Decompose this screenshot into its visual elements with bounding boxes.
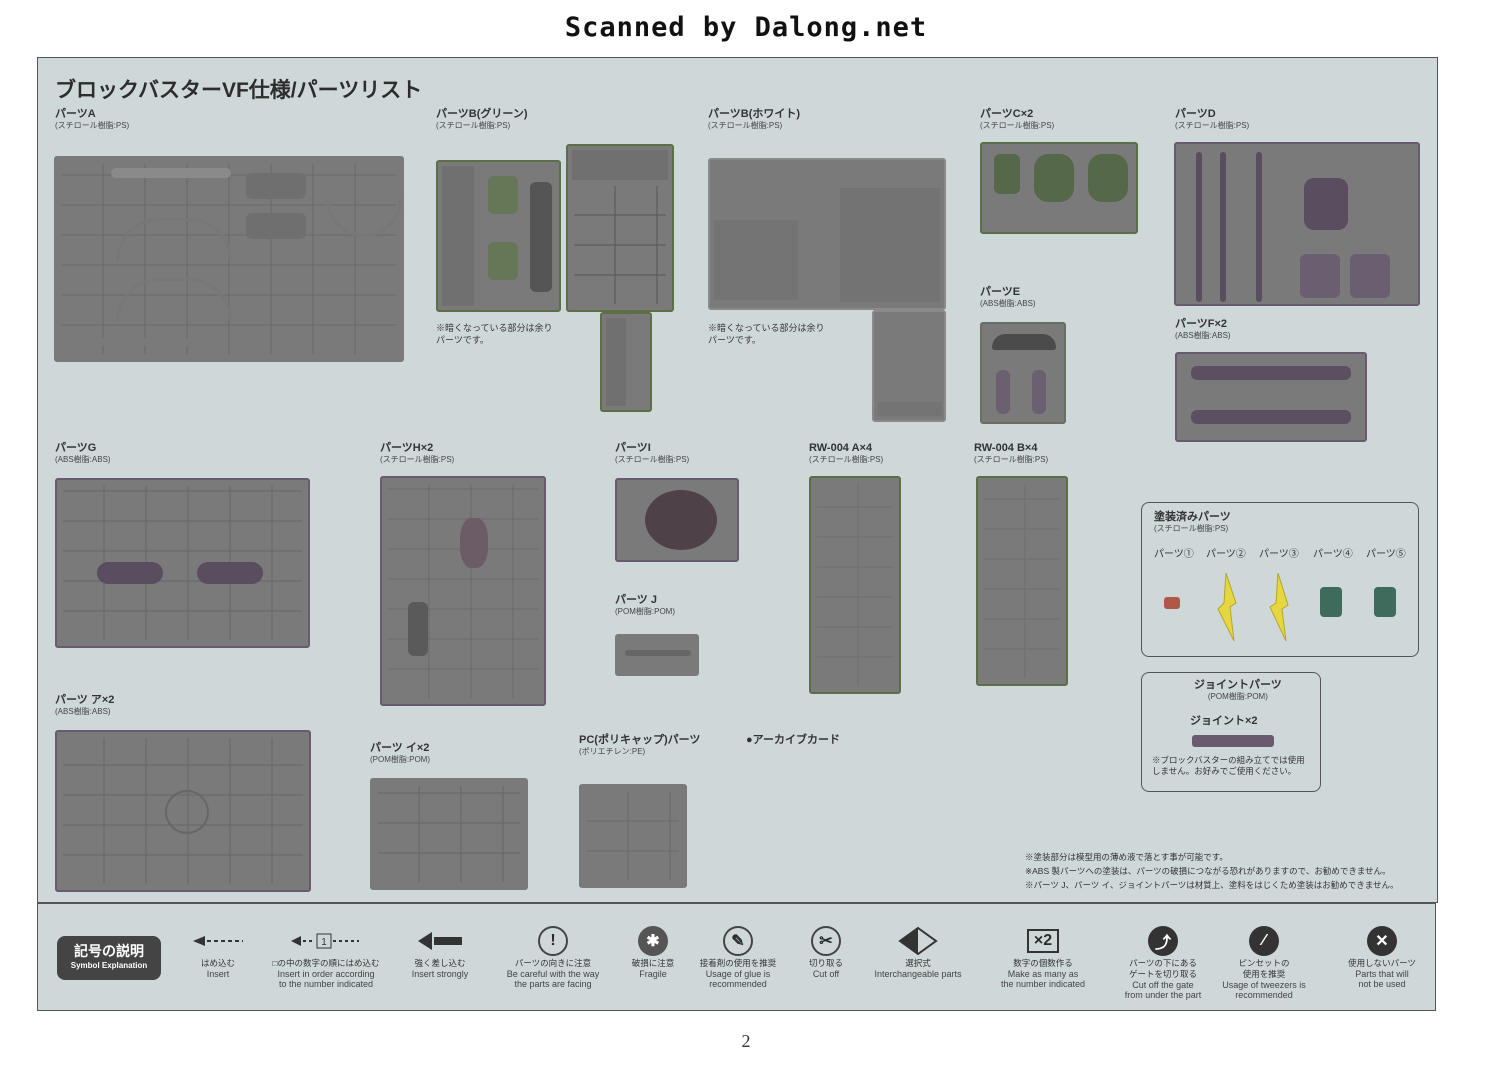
svg-text:1: 1 — [321, 937, 327, 948]
painted-part-4-shape — [1320, 587, 1342, 617]
label-parts-b-white: パーツB(ホワイト)(スチロール樹脂:PS) — [708, 108, 801, 130]
label-parts-ki: パーツ イ×2(POM樹脂:POM) — [370, 742, 430, 764]
glue-icon: ✎ — [723, 926, 753, 956]
page-number: 2 — [741, 1031, 751, 1051]
footnote-2: ※ABS 製パーツへの塗装は、パーツの破損につながる恐れがありますので、お勧めで… — [1025, 866, 1391, 876]
dashed-arrow-icon — [193, 936, 243, 946]
label-parts-d: パーツD(スチロール樹脂:PS) — [1175, 108, 1250, 130]
joint-part-shape — [1192, 735, 1274, 747]
footnotes: ※塗装部分は模型用の薄め液で落とす事が可能です。 ※ABS 製パーツへの塗装は、… — [1025, 850, 1399, 892]
runner-h — [380, 476, 546, 706]
painted-part-3-shape — [1269, 573, 1289, 642]
runner-b-green-bottom — [600, 312, 652, 412]
gate-cut-icon: ⤴ — [1148, 926, 1178, 956]
runner-a — [54, 156, 404, 362]
runner-b-green-right — [566, 144, 674, 312]
label-parts-j: パーツ J(POM樹脂:POM) — [615, 594, 675, 616]
footnote-1: ※塗装部分は模型用の薄め液で落とす事が可能です。 — [1025, 852, 1228, 862]
runner-j — [615, 634, 699, 676]
label-parts-pc: PC(ポリキャップ)パーツ(ポリエチレン:PE) — [579, 734, 701, 756]
double-arrow-icon — [418, 932, 462, 950]
label-archive-card: ●アーカイブカード — [746, 734, 840, 746]
painted-part-5-shape — [1374, 587, 1396, 617]
note-b-white: ※暗くなっている部分は余り パーツです。 — [708, 323, 825, 345]
cut-icon: ✂ — [811, 926, 841, 956]
painted-item-2: パーツ② — [1206, 549, 1246, 560]
runner-rw-b — [976, 476, 1068, 686]
label-parts-e: パーツE(ABS樹脂:ABS) — [980, 286, 1036, 308]
runner-rw-a — [809, 476, 901, 694]
painted-item-1: パーツ① — [1154, 549, 1194, 560]
runner-b-green-left — [436, 160, 561, 312]
label-parts-f: パーツF×2(ABS樹脂:ABS) — [1175, 318, 1231, 340]
footnote-3: ※パーツ J、パーツ イ、ジョイントパーツは材質上、塗料をはじくため塗装はお勧め… — [1025, 880, 1399, 890]
parts-list-sheet: ブロックバスターVF仕様/パーツリスト パーツA(スチロール樹脂:PS) パーツ… — [37, 57, 1438, 903]
painted-item-4: パーツ④ — [1313, 549, 1353, 560]
runner-b-white — [708, 158, 946, 310]
painted-item-3: パーツ③ — [1259, 549, 1299, 560]
painted-parts-title: 塗装済みパーツ — [1154, 511, 1231, 523]
page-title: ブロックバスターVF仕様/パーツリスト — [55, 79, 423, 102]
fragile-icon: ✱ — [638, 926, 668, 956]
label-parts-i: パーツI(スチロール樹脂:PS) — [615, 442, 690, 464]
note-b-green: ※暗くなっている部分は余り パーツです。 — [436, 323, 553, 345]
label-rw-a: RW-004 A×4(スチロール樹脂:PS) — [809, 442, 884, 464]
label-parts-b-green: パーツB(グリーン)(スチロール樹脂:PS) — [436, 108, 528, 130]
label-parts-g: パーツG(ABS樹脂:ABS) — [55, 442, 111, 464]
painted-parts-material: (スチロール樹脂:PS) — [1154, 524, 1229, 533]
label-parts-a: パーツA(スチロール樹脂:PS) — [55, 108, 130, 130]
tweezers-icon: ⁄ — [1249, 926, 1279, 956]
unused-icon: ✕ — [1367, 926, 1397, 956]
joint-parts-title: ジョイントパーツ — [1194, 679, 1282, 691]
runner-i — [615, 478, 739, 562]
runner-d — [1174, 142, 1420, 306]
legend-badge: 記号の説明 Symbol Explanation — [57, 936, 161, 980]
painted-part-2-shape — [1217, 573, 1237, 642]
joint-subtitle: ジョイント×2 — [1190, 715, 1258, 727]
scan-stamp: Scanned by Dalong.net — [564, 12, 928, 43]
joint-parts-box: ジョイントパーツ (POM樹脂:POM) ジョイント×2 ※ブロックバスターの組… — [1141, 672, 1321, 792]
runner-b-white-bottom — [872, 310, 946, 422]
label-parts-c: パーツC×2(スチロール樹脂:PS) — [980, 108, 1055, 130]
joint-parts-material: (POM樹脂:POM) — [1207, 692, 1268, 701]
runner-ki — [370, 778, 528, 890]
runner-e — [980, 322, 1066, 424]
multiply-icon: ×2 — [1026, 929, 1060, 953]
caution-icon: ! — [538, 926, 568, 956]
label-parts-h: パーツH×2(スチロール樹脂:PS) — [380, 442, 455, 464]
runner-ka — [55, 730, 311, 892]
runner-c — [980, 142, 1138, 234]
label-parts-ka: パーツ ア×2(ABS樹脂:ABS) — [55, 694, 115, 716]
choice-icon — [898, 926, 938, 956]
label-rw-b: RW-004 B×4(スチロール樹脂:PS) — [974, 442, 1049, 464]
runner-f — [1175, 352, 1367, 442]
painted-parts-box: 塗装済みパーツ (スチロール樹脂:PS) パーツ① パーツ② パーツ③ パーツ④… — [1141, 502, 1419, 657]
runner-pc — [579, 784, 687, 888]
numbered-arrow-icon: 1 — [291, 933, 359, 949]
painted-item-5: パーツ⑤ — [1366, 549, 1406, 560]
painted-part-1-shape — [1164, 597, 1180, 609]
joint-note: ※ブロックバスターの組み立てでは使用 しません。お好みでご使用ください。 — [1152, 755, 1305, 776]
runner-g — [55, 478, 310, 648]
